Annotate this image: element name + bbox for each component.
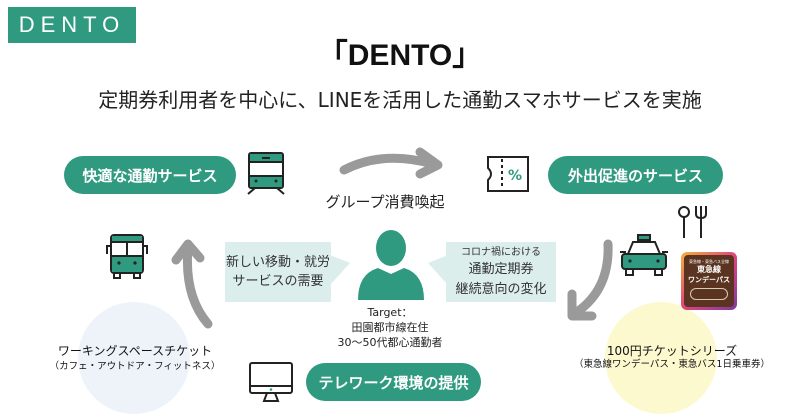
pass-line-2: 継続意向の変化 (455, 281, 547, 297)
logo-text: DENTO (18, 12, 126, 37)
page-subtitle: 定期券利用者を中心に、LINEを活用した通勤スマホサービスを実施 (98, 88, 702, 112)
demand-line-1: 新しい移動・就労 (225, 254, 330, 270)
pass-card-line1: 東急線 (697, 265, 721, 274)
pass-card-top: 東急線・東急バス全線 (689, 259, 729, 264)
coupon-icon: % (487, 156, 529, 192)
monitor-icon (249, 362, 293, 402)
tickets-title: 100円チケットシリーズ (606, 344, 738, 358)
commute-pass-bubble-tail (428, 255, 448, 285)
cutlery-icon (678, 206, 707, 238)
one-day-pass-inner: 東急線・東急バス全線 東急線 ワンデーパス (684, 255, 734, 307)
pass-line-1: 通勤定期券 (468, 262, 534, 277)
person-icon (358, 230, 424, 300)
tickets-circle (605, 302, 717, 414)
comfortable-commute-pill: 快適な通勤サービス (64, 156, 236, 194)
target-line-2: 30〜50代都心通勤者 (337, 335, 443, 349)
bus-icon (106, 234, 148, 279)
page-title: 「DENTO」 (317, 39, 483, 72)
one-day-pass-card: 東急線・東急バス全線 東急線 ワンデーパス (681, 252, 737, 310)
workspace-subtitle: （カフェ・アウトドア・フィットネス） (49, 361, 221, 372)
taxi-icon (620, 234, 668, 276)
demand-line-2: サービスの需要 (232, 274, 324, 289)
demand-bubble: 新しい移動・就労 サービスの需要 (225, 242, 331, 302)
group-consumption-label: グループ消費喚起 (325, 193, 445, 211)
pass-card-line2: ワンデーパス (688, 276, 730, 284)
arrow-top (339, 147, 443, 179)
dento-logo: DENTO (8, 7, 136, 43)
target-description: Target： 田園都市線在住 30〜50代都心通勤者 (320, 306, 460, 351)
target-label: Target： (367, 306, 413, 319)
outing-promotion-pill: 外出促進のサービス (548, 156, 723, 194)
target-line-1: 田園都市線在住 (351, 320, 429, 334)
svg-text:%: % (508, 168, 522, 184)
demand-bubble-tail (330, 255, 350, 285)
commute-pass-bubble: コロナ禍における 通勤定期券 継続意向の変化 (446, 242, 556, 302)
train-icon (247, 152, 285, 195)
pass-card-illustration (690, 288, 728, 300)
arrow-left (171, 239, 213, 329)
workspace-title: ワーキングスペースチケット (57, 344, 213, 358)
tickets-subtitle: （東急線ワンデーパス・東急バス1日乗車券） (574, 359, 770, 370)
arrow-right (567, 239, 613, 321)
telework-pill: テレワーク環境の提供 (306, 363, 481, 401)
workspace-circle (78, 302, 190, 414)
covid-label: コロナ禍における (461, 247, 541, 258)
